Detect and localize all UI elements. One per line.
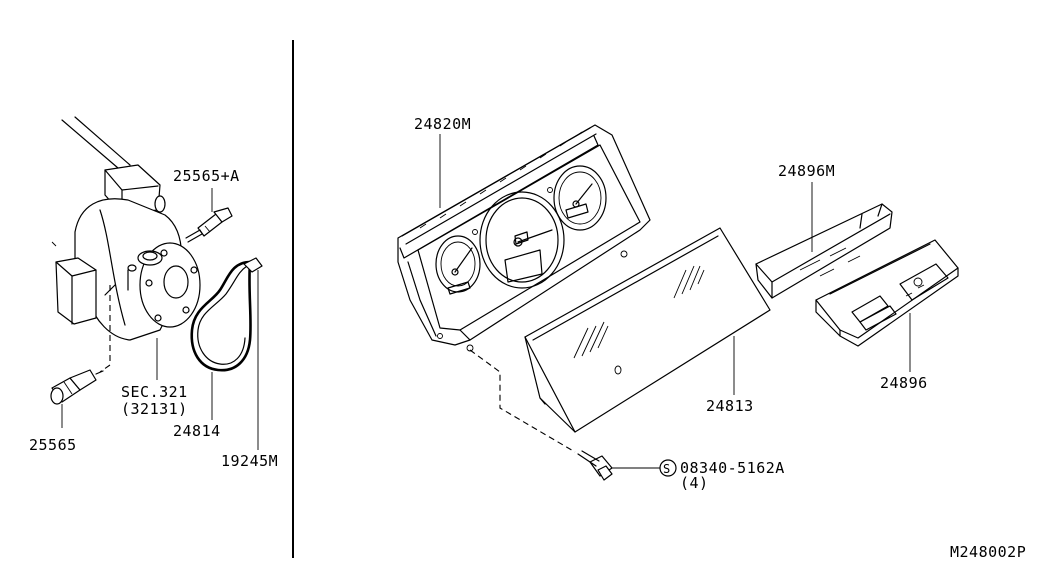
label-25565a: 25565+A	[173, 167, 240, 185]
control-unit-24896-drawing	[815, 239, 959, 347]
sensor-25565-drawing	[50, 369, 104, 405]
bolt-drawing	[577, 450, 660, 481]
dashed-line-sensor-2	[99, 364, 111, 373]
label-25565: 25565	[29, 436, 77, 454]
label-24896: 24896	[880, 374, 928, 392]
label-sec321: SEC.321	[121, 383, 188, 401]
meter-lens-24813-drawing	[524, 227, 771, 433]
service-symbol-s: S	[663, 462, 671, 476]
sensor-25565a-drawing	[185, 207, 233, 243]
label-19245m: 19245M	[221, 452, 278, 470]
service-symbol-circle	[659, 459, 677, 477]
dashed-line-bolt	[469, 349, 576, 453]
label-24813: 24813	[706, 397, 754, 415]
o-ring-24814-drawing	[190, 257, 263, 372]
label-bolt-qty: (4)	[680, 474, 709, 492]
label-24814: 24814	[173, 422, 221, 440]
transmission-housing-drawing	[51, 116, 201, 341]
label-24896m: 24896M	[778, 162, 835, 180]
cover-24896m-drawing	[755, 203, 893, 299]
label-bolt: 08340-5162A	[680, 459, 785, 477]
combination-meter-24820m-drawing	[397, 124, 651, 352]
label-sec321-sub: (32131)	[121, 400, 188, 418]
diagram-code: M248002P	[950, 543, 1026, 561]
label-24820m: 24820M	[414, 115, 471, 133]
